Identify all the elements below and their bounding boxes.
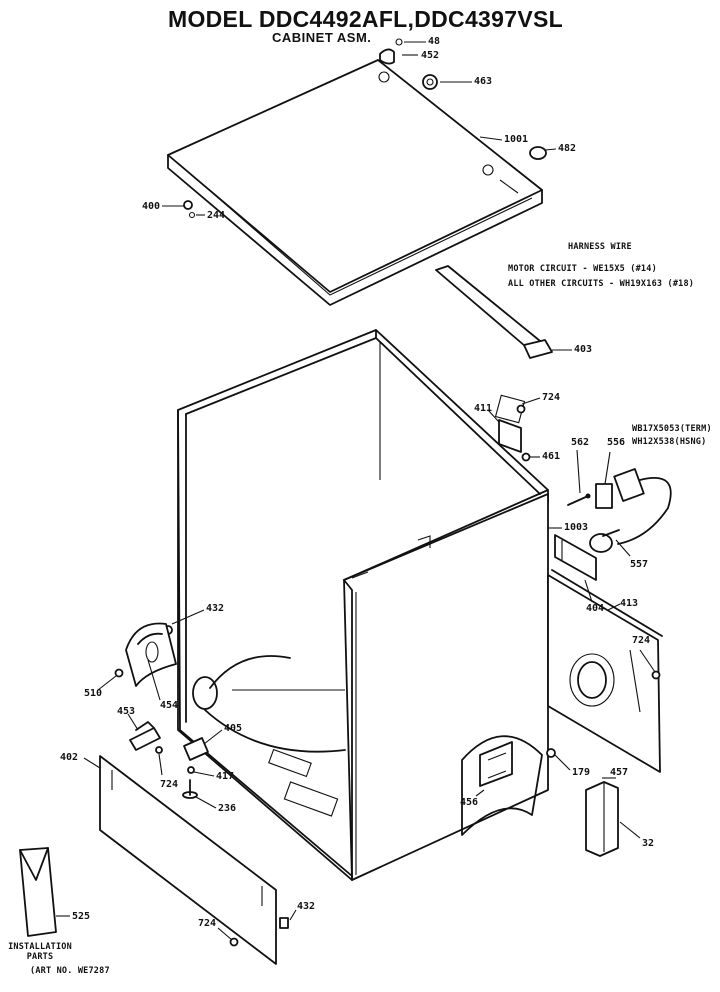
leader-lines — [56, 41, 656, 941]
callout-413: 413 — [620, 598, 639, 609]
callout-405: 405 — [224, 723, 243, 734]
clip-405 — [183, 737, 209, 761]
clip-432 — [279, 917, 289, 929]
top-hinge-452 — [379, 38, 403, 65]
cabinet-body — [177, 329, 549, 881]
housing-part-note: WH12X538(HSNG) — [632, 437, 707, 447]
art-number: (ART NO. WE7287 — [30, 966, 110, 976]
hinge-453 — [129, 721, 161, 751]
callout-557: 557 — [630, 559, 649, 570]
motor-circuit-note: MOTOR CIRCUIT - WE15X5 (#14) — [508, 264, 657, 274]
top-panel — [167, 59, 543, 306]
page-title: MODEL DDC4492AFL,DDC4397VSL — [168, 6, 563, 32]
callout-244: 244 — [207, 210, 226, 221]
wire-562 — [567, 493, 591, 506]
terminal-556 — [595, 468, 672, 545]
callout-1003: 1003 — [564, 522, 589, 533]
callout-1001: 1001 — [504, 134, 529, 145]
bracket-404 — [554, 534, 597, 581]
callout-32: 32 — [642, 838, 655, 849]
callout-510: 510 — [84, 688, 103, 699]
callout-404: 404 — [586, 603, 605, 614]
callout-403: 403 — [574, 344, 593, 355]
callout-236: 236 — [218, 803, 237, 814]
callout-452: 452 — [421, 50, 440, 61]
terminal-part-note: WB17X5053(TERM) — [632, 424, 712, 434]
callout-48: 48 — [428, 36, 441, 47]
callout-417: 417 — [216, 771, 235, 782]
harness-heading: HARNESS WIRE — [568, 242, 632, 252]
callout-432-lower: 432 — [297, 901, 316, 912]
callout-402: 402 — [60, 752, 79, 763]
housing-557 — [589, 529, 620, 553]
callout-482: 482 — [558, 143, 577, 154]
other-circuits-note: ALL OTHER CIRCUITS - WH19X163 (#18) — [508, 279, 695, 289]
rear-panel-413 — [547, 569, 663, 773]
bumper-463 — [422, 74, 438, 90]
installation-bag-525 — [19, 847, 57, 937]
foot-457 — [585, 781, 619, 857]
screws — [114, 404, 661, 947]
bracket-456 — [461, 735, 543, 836]
screw-400-244 — [183, 200, 196, 219]
clip-411 — [498, 419, 522, 453]
callout-179: 179 — [572, 767, 591, 778]
installation-parts-label: INSTALLATION PARTS — [8, 942, 72, 962]
callout-463: 463 — [474, 76, 493, 87]
plug-482 — [529, 146, 547, 160]
page-subtitle: CABINET ASM. — [272, 30, 372, 45]
callout-525: 525 — [72, 911, 91, 922]
callout-461: 461 — [542, 451, 561, 462]
callout-411: 411 — [474, 403, 493, 414]
callout-454: 454 — [160, 700, 179, 711]
callout-400: 400 — [142, 201, 161, 212]
harness-403 — [435, 265, 553, 359]
callout-724-right: 724 — [632, 635, 651, 646]
callout-724-left: 724 — [160, 779, 179, 790]
latch-454 — [125, 622, 177, 687]
callout-724-top: 724 — [542, 392, 561, 403]
callout-456: 456 — [460, 797, 479, 808]
callout-562: 562 — [571, 437, 590, 448]
callout-556: 556 — [607, 437, 626, 448]
callout-432-upper: 432 — [206, 603, 225, 614]
callout-453: 453 — [117, 706, 136, 717]
callout-724-bottom: 724 — [198, 918, 217, 929]
toe-panel-402 — [99, 755, 277, 965]
callout-457: 457 — [610, 767, 629, 778]
